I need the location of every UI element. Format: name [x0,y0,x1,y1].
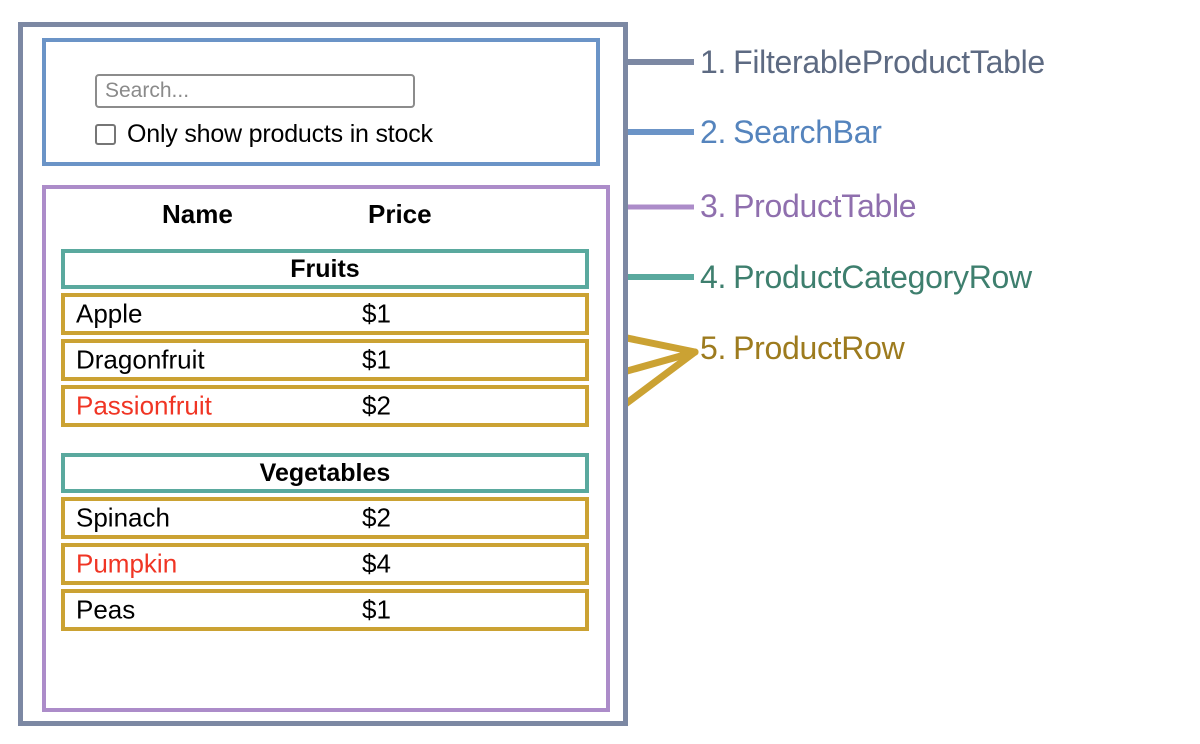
legend-label-filterable-product-table: 1.FilterableProductTable [700,44,1045,81]
product-name: Passionfruit [76,390,212,421]
product-row[interactable]: Spinach $2 [61,497,589,539]
product-name: Apple [76,298,143,329]
column-header-price: Price [368,199,432,229]
in-stock-filter-label: Only show products in stock [127,120,433,148]
product-row[interactable]: Peas $1 [61,589,589,631]
product-row[interactable]: Pumpkin $4 [61,543,589,585]
product-row[interactable]: Passionfruit $2 [61,385,589,427]
legend-label-search-bar: 2.SearchBar [700,114,882,151]
category-group-spacer [61,431,589,453]
product-name: Peas [76,594,136,625]
product-category-row: Vegetables [61,453,589,493]
legend-label-product-row: 5.ProductRow [700,330,905,367]
product-row[interactable]: Dragonfruit $1 [61,339,589,381]
product-rows-container: Fruits Apple $1 Dragonfruit $1 Passionfr… [61,249,589,635]
legend-label-product-category-row: 4.ProductCategoryRow [700,259,1032,296]
legend-number: 3. [700,188,727,224]
legend-text: ProductRow [733,330,905,366]
product-price: $1 [362,298,391,329]
search-input[interactable] [95,74,415,108]
column-header-name: Name [162,199,233,229]
product-category-label: Vegetables [259,458,391,487]
product-price: $1 [362,594,391,625]
legend-number: 4. [700,259,727,295]
legend-text: ProductTable [733,188,917,224]
product-price: $2 [362,390,391,421]
checkbox-icon[interactable] [95,124,116,145]
product-price: $4 [362,548,391,579]
legend-number: 1. [700,44,727,80]
legend-text: ProductCategoryRow [733,259,1032,295]
legend-number: 5. [700,330,727,366]
product-name: Spinach [76,502,170,533]
legend-number: 2. [700,114,727,150]
search-bar-frame: Only show products in stock [42,38,600,166]
product-row[interactable]: Apple $1 [61,293,589,335]
product-name: Dragonfruit [76,344,205,375]
legend-text: SearchBar [733,114,882,150]
legend-text: FilterableProductTable [733,44,1045,80]
product-category-label: Fruits [290,254,360,283]
product-table-frame: Name Price Fruits Apple $1 Dragonfruit $… [42,185,610,712]
product-name: Pumpkin [76,548,178,579]
product-price: $2 [362,502,391,533]
in-stock-filter-row[interactable]: Only show products in stock [95,120,433,149]
table-header-row: Name Price [46,199,606,237]
product-category-row: Fruits [61,249,589,289]
legend-label-product-table: 3.ProductTable [700,188,917,225]
product-price: $1 [362,344,391,375]
